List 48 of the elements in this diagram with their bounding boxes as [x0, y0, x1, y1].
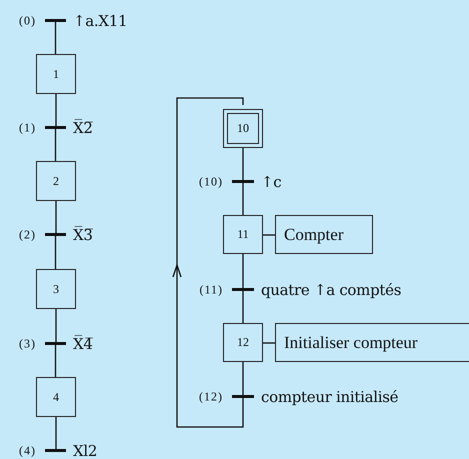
link-line [263, 234, 275, 236]
transition-condition: ↑c [261, 172, 282, 190]
step-box: 12 [223, 323, 263, 362]
transition-condition: X̅2̅ [73, 118, 93, 136]
link-line [54, 129, 56, 161]
link-line [242, 183, 244, 215]
step-box: 1 [36, 54, 76, 94]
link-line [54, 22, 56, 54]
action-box: Compter [275, 215, 373, 254]
transition-condition: X̅3̅ [73, 226, 93, 244]
step-box: 4 [36, 377, 76, 417]
transition-bar [232, 395, 254, 398]
transition-bar [232, 288, 254, 291]
transition-number: (1) [19, 120, 36, 135]
link-line [55, 417, 57, 449]
transition-number: (4) [19, 443, 36, 458]
link-line [55, 309, 57, 342]
transition-number: (12) [199, 389, 223, 404]
transition-condition: quatre ↑a comptés [261, 280, 402, 298]
link-line [55, 201, 57, 233]
step-box: 11 [223, 215, 263, 254]
link-line [242, 291, 244, 323]
link-line [242, 362, 244, 395]
link-line [242, 254, 244, 288]
transition-condition: X̅4̅ [73, 334, 93, 352]
transition-bar [232, 180, 254, 183]
transition-condition: ↑a.X11 [73, 12, 128, 30]
transition-number: (11) [199, 282, 223, 297]
link-line [263, 342, 275, 344]
transition-number: (2) [19, 227, 36, 242]
transition-bar [45, 126, 66, 129]
transition-bar [45, 342, 66, 345]
transition-bar [45, 449, 66, 452]
transition-number: (10) [199, 174, 223, 189]
step-box: 2 [36, 161, 76, 201]
initial-step-box: 10 [223, 109, 263, 148]
transition-number: (0) [19, 13, 36, 28]
transition-bar [45, 233, 66, 236]
step-box: 3 [36, 269, 76, 309]
transition-condition: Xl2 [73, 442, 98, 459]
link-line [242, 148, 244, 180]
transition-number: (3) [19, 336, 36, 351]
action-box: Initialiser compteur [275, 323, 469, 362]
link-line [55, 94, 57, 126]
link-line [54, 345, 56, 377]
transition-condition: compteur initialisé [261, 388, 398, 406]
transition-bar [45, 19, 66, 22]
link-line [54, 236, 56, 269]
